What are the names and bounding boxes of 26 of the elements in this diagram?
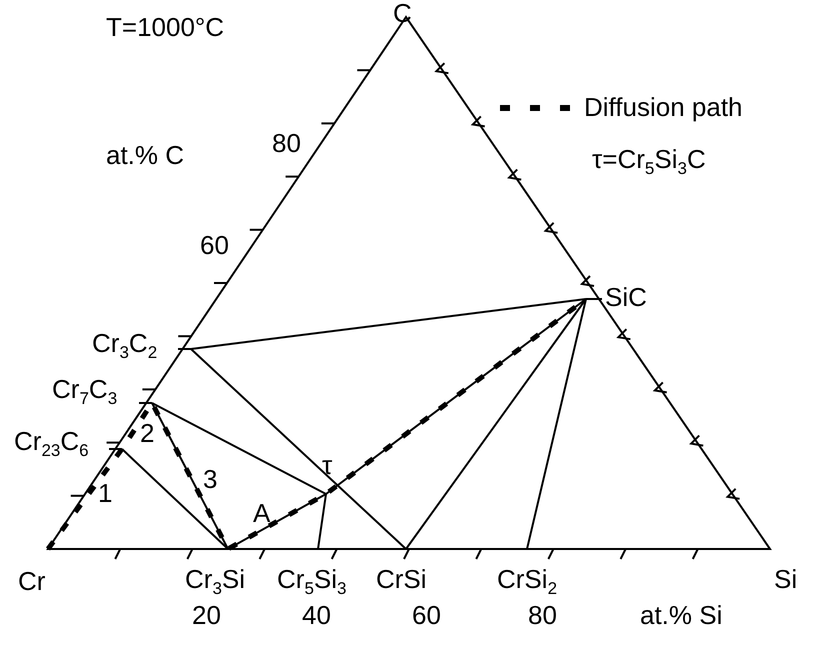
phase-label: Cr$_{23}$C$_{6}$ bbox=[14, 428, 89, 454]
axis-title: at.% C bbox=[106, 142, 184, 168]
vertex-label: Cr bbox=[18, 568, 46, 594]
axis-tick-label: 60 bbox=[200, 232, 229, 258]
region-letter: A bbox=[253, 500, 270, 526]
phase-label: SiC bbox=[605, 284, 647, 310]
phase-label: Cr$_{7}$C$_{3}$ bbox=[52, 376, 118, 402]
region-number: 2 bbox=[140, 420, 154, 446]
axis-tick-label: 40 bbox=[302, 602, 331, 628]
phase-label: Cr$_{5}$Si$_{3}$ bbox=[277, 566, 346, 592]
phase-label: CrSi bbox=[376, 566, 427, 592]
formula-note: τ=Cr$_{5}$Si$_{3}$C bbox=[592, 146, 706, 172]
axis-tick-label: 60 bbox=[412, 602, 441, 628]
axis-tick-label: 80 bbox=[528, 602, 557, 628]
vertex-label: Si bbox=[774, 566, 798, 592]
phase-label: CrSi$_{2}$ bbox=[497, 566, 558, 592]
phase-label: τ bbox=[322, 452, 332, 478]
axis-tick-label: 80 bbox=[272, 130, 301, 156]
legend-label: Diffusion path bbox=[584, 94, 743, 120]
axis-title: at.% Si bbox=[640, 602, 722, 628]
temperature-note: T=1000°C bbox=[106, 14, 224, 40]
region-number: 1 bbox=[98, 480, 112, 506]
axis-tick-label: 20 bbox=[192, 602, 221, 628]
phase-label: Cr$_{3}$Si bbox=[185, 566, 246, 592]
phase-label: Cr$_{3}$C$_{2}$ bbox=[92, 330, 158, 356]
region-number: 3 bbox=[203, 466, 218, 492]
